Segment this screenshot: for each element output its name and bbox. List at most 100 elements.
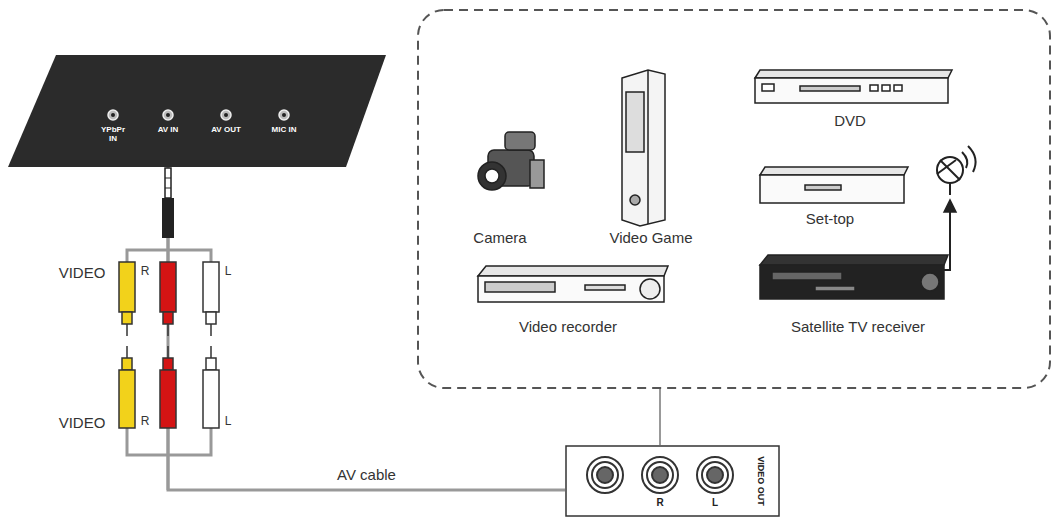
rca-jack [697, 457, 733, 493]
illustration-part [167, 346, 169, 358]
illustration-part [937, 157, 963, 183]
illustration-part [167, 428, 170, 490]
port-jack [163, 110, 173, 120]
device-label: Satellite TV receiver [791, 318, 925, 335]
node-outline [8, 55, 386, 167]
panel-shape [566, 446, 779, 516]
illustration-part [122, 312, 132, 324]
panel-shape [8, 55, 386, 167]
illustration-part [418, 10, 1050, 388]
rca-jack [592, 462, 618, 488]
illustration-part [210, 346, 212, 358]
illustration-part [478, 162, 506, 190]
illustration-part [805, 185, 841, 190]
illustration-part [485, 282, 555, 292]
illustration-part [485, 169, 499, 183]
illustration-part [585, 285, 625, 290]
illustration-part [206, 358, 216, 370]
illustration-part [968, 146, 976, 172]
edge-label: AV cable [334, 466, 399, 483]
illustration-part [622, 70, 665, 226]
jack-label: R [656, 497, 663, 508]
illustration-part [162, 198, 174, 238]
rca-jack [587, 457, 623, 493]
illustration-part [203, 262, 219, 312]
illustration-part [755, 70, 952, 78]
illustration-part [760, 167, 908, 175]
illustration-part [949, 183, 951, 195]
illustration-part [126, 324, 128, 336]
cable-label: L [225, 414, 232, 428]
device-label: DVD [834, 112, 866, 129]
illustration-part [755, 70, 952, 103]
illustration-part [122, 358, 132, 370]
port-hole [224, 113, 228, 117]
illustration-part [815, 286, 855, 291]
illustration-part [626, 92, 644, 152]
illustration-part [760, 175, 904, 203]
illustration-part [165, 168, 171, 198]
illustration-part [119, 262, 135, 312]
illustration-part [937, 146, 976, 195]
illustration-part [160, 370, 176, 428]
illustration-part [894, 85, 902, 91]
illustration-part [165, 188, 171, 189]
port-hole [282, 113, 286, 117]
illustration-part [800, 86, 860, 91]
port-jack [108, 110, 118, 120]
rca-jack [597, 467, 613, 483]
rca-jack [652, 467, 668, 483]
device-label: Video Game [609, 229, 692, 246]
illustration-part [962, 152, 967, 168]
illustration-part [165, 178, 171, 179]
tv-port-panel: YPbPr IN AV IN AV OUT MIC IN [8, 55, 386, 167]
illustration-part [167, 324, 169, 336]
illustration-part [119, 262, 219, 336]
port-label: YPbPr IN [96, 126, 130, 144]
illustration-part [630, 195, 640, 205]
port-label: AV IN [158, 126, 179, 135]
illustration-part [937, 160, 956, 174]
illustration-part [755, 78, 948, 103]
port-label: MIC IN [272, 126, 297, 135]
illustration-part [206, 312, 216, 324]
illustration-part [530, 160, 544, 188]
av-cable [168, 167, 565, 490]
illustration-part [760, 200, 956, 299]
illustration-part [944, 205, 950, 270]
illustration-part [944, 200, 956, 212]
illustration-part [167, 250, 170, 262]
rca-jack [707, 467, 723, 483]
illustration-part [870, 85, 878, 91]
node-outline [565, 445, 780, 517]
cable-label: R [141, 264, 150, 278]
panel-label: VIDEO OUT [755, 456, 765, 506]
jack-label: L [712, 497, 718, 508]
cable-label: R [141, 414, 150, 428]
cable-label: L [225, 264, 232, 278]
illustration-part [505, 132, 535, 150]
illustration-part [163, 312, 173, 324]
illustration-part [163, 358, 173, 370]
illustration-part [760, 167, 908, 203]
device-label: Set-top [806, 210, 854, 227]
illustration-part [659, 389, 661, 445]
illustration-part [622, 70, 665, 226]
illustration-part [126, 346, 128, 358]
device-label: Camera [473, 229, 526, 246]
rca-jack [642, 457, 678, 493]
port-jack [279, 110, 289, 120]
illustration-part [647, 70, 649, 224]
cable-label: VIDEO [59, 264, 106, 281]
port-label: AV OUT [211, 126, 241, 135]
illustration-part [478, 266, 668, 276]
illustration-part [478, 266, 668, 302]
rca-jack [702, 462, 728, 488]
illustration-part [760, 265, 944, 299]
port-jack [221, 110, 231, 120]
illustration-part [119, 370, 135, 428]
illustration-part [478, 276, 664, 302]
illustration-part [203, 370, 219, 428]
video-out-panel: VIDEO OUT R L [565, 445, 780, 517]
illustration-part [127, 250, 211, 262]
